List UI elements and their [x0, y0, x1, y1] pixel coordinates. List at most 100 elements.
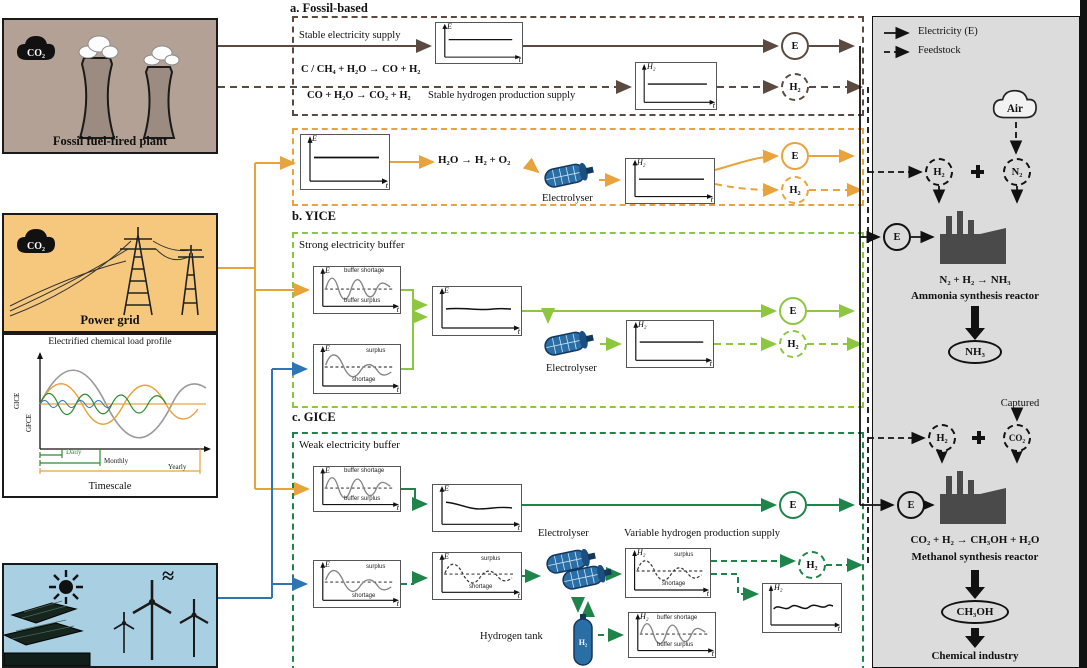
graph-b2: H₂ t: [625, 158, 715, 204]
graph-c3: E t: [432, 286, 522, 336]
h2-node-d: H₂: [798, 551, 826, 579]
graph-y-label: E: [325, 560, 330, 569]
surplus-label: surplus: [366, 348, 386, 354]
load-profile-title: Electrified chemical load profile: [48, 337, 172, 347]
methanol-equation: CO₂ + H₂ → CH₃OH + H₂O: [910, 534, 1040, 546]
strong-buffer-title: Strong electricity buffer: [299, 239, 405, 251]
legend-electricity-label: Electricity (E): [918, 26, 978, 37]
ammonia-factory-icon: [940, 211, 1006, 264]
captured-label: Captured: [1000, 398, 1040, 409]
graph-y-label: E: [444, 552, 449, 561]
graph-y-label: E: [312, 134, 317, 143]
h2-node-b: H₂: [781, 176, 809, 204]
n2-node: N₂: [1003, 158, 1031, 186]
e-node-ammonia: E: [883, 223, 911, 251]
graph-x-label: t: [518, 55, 521, 64]
graph-d2: E t: [432, 484, 522, 532]
syngas-equation-2: CO + H₂O → CO₂ + H₂: [307, 90, 411, 101]
graph-x-label: t: [517, 523, 520, 532]
load-profile-daily-label: Daily: [66, 448, 82, 456]
graph-y-label: E: [325, 466, 330, 475]
graph-x-label: t: [385, 181, 388, 190]
methanol-factory-icon: [940, 471, 1006, 524]
graph-y-label: H₂: [637, 548, 646, 557]
graph-x-label: t: [517, 327, 520, 336]
graph-y-label: H₂: [774, 583, 783, 592]
graph-d3: E surplus shortage t: [313, 560, 401, 608]
shortage-label: shortage: [352, 593, 376, 599]
graph-x-label: t: [396, 305, 399, 314]
air-cloud-icon: Air: [992, 89, 1037, 119]
buffer-shortage-label: buffer shortage: [344, 468, 385, 474]
co2-text: CO₂: [27, 241, 45, 252]
co2-node: CO₂: [1003, 424, 1031, 452]
methanol-reactor-label: Methanol synthesis reactor: [911, 551, 1039, 563]
air-text: Air: [1007, 103, 1023, 115]
graph-x-label: t: [396, 503, 399, 512]
variable-supply-label: Variable hydrogen production supply: [624, 528, 781, 539]
graph-x-label: t: [706, 589, 709, 598]
transmission-towers-icon: [9, 227, 204, 317]
graph-d6: H₂ buffer shortage buffer surplus t: [628, 612, 716, 658]
shortage-label: shortage: [662, 581, 686, 587]
co2-text: CO₂: [27, 48, 45, 59]
graph-b1: E t: [300, 134, 390, 190]
graph-x-label: t: [837, 624, 840, 633]
power-grid-box: CO₂ Power grid: [2, 213, 218, 333]
graph-x-label: t: [396, 385, 399, 394]
graph-y-label: E: [444, 484, 449, 493]
renewables-illustration: [4, 570, 209, 666]
buffer-shortage-label: buffer shortage: [657, 615, 698, 621]
nh3-oval: NH₃: [948, 340, 1002, 364]
graph-a1: E t: [435, 22, 523, 64]
cooling-towers-icon: [78, 35, 180, 139]
electrolyser-label-b: Electrolyser: [542, 193, 593, 204]
ammonia-reactor-label: Ammonia synthesis reactor: [910, 290, 1040, 302]
legend-feedstock-label: Feedstock: [918, 45, 961, 56]
graph-y-label: H₂: [640, 612, 649, 621]
graph-y-label: H₂: [638, 320, 647, 329]
graph-y-label: H₂: [647, 62, 656, 71]
graph-x-label: t: [709, 359, 712, 368]
electrolyser-label-c: Electrolyser: [546, 363, 597, 374]
pathway-d-box: [292, 432, 864, 668]
pathway-c-box: [292, 232, 864, 408]
fossil-plant-label: Fossil fuel-fired plant: [52, 134, 168, 148]
graph-y-label: E: [325, 344, 330, 353]
graph-x-label: t: [517, 591, 520, 600]
stable-electricity-label: Stable electricity supply: [299, 30, 401, 41]
e-node-c: E: [779, 297, 807, 325]
e-node-b: E: [781, 142, 809, 170]
pathway-a-label: a. Fossil-based: [290, 1, 368, 15]
load-profile-x-label: Timescale: [88, 481, 132, 492]
buffer-shortage-label: buffer shortage: [344, 268, 385, 274]
buffer-surplus-label: buffer surplus: [344, 496, 381, 502]
surplus-label: surplus: [481, 556, 501, 562]
buffer-surplus-label: buffer surplus: [657, 642, 694, 648]
graph-y-label: E: [447, 22, 452, 31]
h2-node-c: H₂: [779, 330, 807, 358]
syngas-equation-1: C / CH₄ + H₂O → CO + H₂: [301, 64, 421, 75]
graph-x-label: t: [712, 101, 715, 110]
surplus-label: surplus: [366, 564, 386, 570]
graph-d4: E surplus shortage t: [432, 552, 522, 600]
load-profile-yearly-label: Yearly: [168, 463, 187, 471]
surplus-label: surplus: [674, 552, 694, 558]
electrolyser-icon: [544, 330, 594, 356]
electrolysis-equation: H₂O → H₂ + O₂: [438, 154, 511, 166]
ch3oh-oval: CH₃OH: [941, 600, 1009, 624]
electrolyser-icon: [546, 548, 596, 574]
graph-d5: H₂ surplus shortage t: [625, 548, 711, 598]
hydrogen-tank-label: Hydrogen tank: [480, 631, 543, 642]
stable-hydrogen-label: Stable hydrogen production supply: [428, 90, 576, 101]
graph-c1: E buffer shortage buffer surplus t: [313, 266, 401, 314]
solar-panels-icon: [4, 600, 91, 666]
graph-x-label: t: [711, 649, 714, 658]
electrolyser-label-d: Electrolyser: [538, 528, 589, 539]
electrolyser-icon: [544, 162, 594, 188]
graph-y-label: E: [325, 266, 330, 275]
graph-x-label: t: [710, 195, 713, 204]
approx-symbol: ≈: [162, 563, 175, 588]
